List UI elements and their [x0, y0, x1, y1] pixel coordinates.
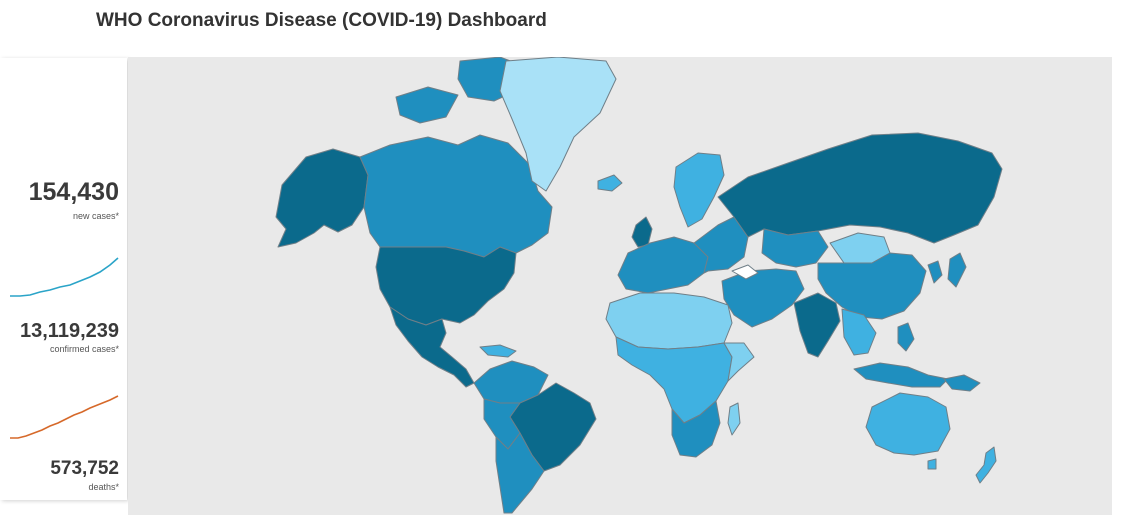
country-china[interactable] — [817, 252, 927, 320]
world-map-svg — [275, 57, 1003, 514]
region-korea[interactable] — [927, 260, 943, 284]
country-madagascar[interactable] — [727, 402, 741, 436]
country-uk[interactable] — [631, 216, 653, 248]
country-india[interactable] — [793, 292, 841, 358]
region-eastern-europe[interactable] — [693, 216, 749, 274]
deaths-trend-line — [10, 395, 119, 439]
region-western-europe[interactable] — [617, 236, 709, 294]
region-philippines[interactable] — [897, 322, 915, 352]
confirmed-cases-value: 13,119,239 — [20, 320, 119, 342]
country-japan[interactable] — [947, 252, 967, 288]
confirmed-cases-label: confirmed cases* — [49, 344, 119, 354]
region-arctic-islands[interactable] — [395, 86, 459, 124]
country-turkey-region[interactable] — [731, 264, 759, 280]
country-russia[interactable] — [717, 132, 1003, 244]
region-central-asia[interactable] — [761, 228, 829, 268]
region-southern-africa[interactable] — [671, 400, 721, 458]
region-southeast-asia[interactable] — [841, 308, 877, 356]
country-new-zealand[interactable] — [975, 446, 997, 484]
country-alaska[interactable] — [275, 148, 369, 248]
region-tasmania[interactable] — [927, 458, 937, 470]
region-papua[interactable] — [943, 374, 981, 392]
new-cases-value: 154,430 — [28, 178, 119, 206]
world-map[interactable] — [128, 57, 1112, 515]
page-title: WHO Coronavirus Disease (COVID-19) Dashb… — [96, 10, 547, 31]
country-australia[interactable] — [865, 392, 951, 456]
deaths-label: deaths* — [88, 482, 119, 492]
deaths-sparkline — [10, 395, 119, 439]
region-horn-of-africa[interactable] — [723, 342, 755, 382]
country-iceland[interactable] — [597, 174, 623, 192]
region-southern-cone[interactable] — [495, 432, 545, 514]
stats-panel: 154,430 new cases* 13,119,239 confirmed … — [0, 58, 127, 500]
region-caribbean[interactable] — [479, 344, 517, 358]
new-cases-trend-line — [10, 257, 119, 297]
country-canada[interactable] — [359, 134, 553, 258]
deaths-value: 573,752 — [50, 458, 119, 479]
region-middle-east[interactable] — [721, 268, 805, 328]
new-cases-sparkline — [10, 257, 119, 297]
country-greenland[interactable] — [499, 57, 617, 192]
region-indonesia[interactable] — [853, 362, 949, 388]
country-mexico[interactable] — [389, 306, 475, 388]
region-scandinavia[interactable] — [673, 152, 725, 228]
new-cases-label: new cases* — [72, 211, 119, 221]
